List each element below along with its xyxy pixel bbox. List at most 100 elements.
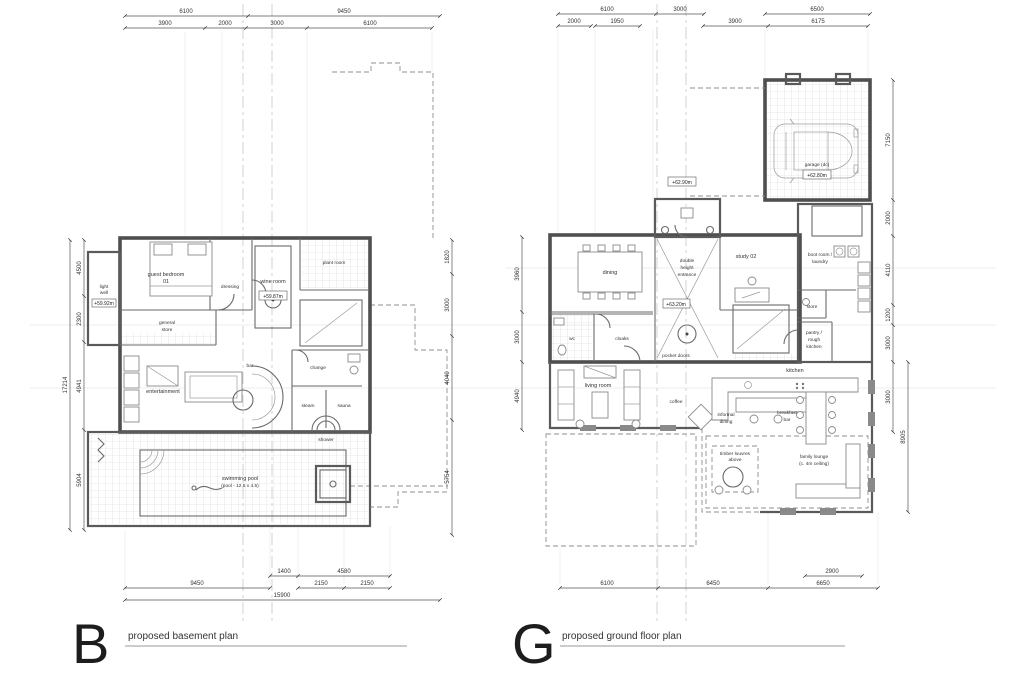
basement-dimensions: 6100 9450 3900 2000 3000 6100 17214 4500…	[63, 9, 454, 602]
svg-text:7150: 7150	[886, 133, 892, 147]
svg-text:6100: 6100	[600, 7, 614, 13]
captions: B proposed basement plan G proposed grou…	[72, 612, 845, 675]
terrace-outline	[545, 433, 697, 547]
coffee-area-table	[687, 403, 715, 431]
pool-table	[184, 371, 243, 403]
svg-text:3900: 3900	[728, 19, 742, 25]
alcove-table	[722, 466, 744, 488]
svg-text:dining: dining	[720, 419, 733, 425]
basement-plan-letter: B	[72, 612, 109, 675]
sink	[744, 381, 752, 389]
svg-text:1820: 1820	[445, 250, 451, 264]
svg-text:4580: 4580	[337, 569, 351, 575]
hall-level-box	[662, 298, 691, 309]
lounge-sofa	[795, 483, 861, 499]
family-lounge-outline	[705, 435, 869, 509]
door-swing	[674, 224, 688, 238]
pocket-doors-label: pocket doors	[662, 353, 690, 359]
guest-bedroom-label: guest bedroom	[148, 272, 185, 278]
garage-level-box	[802, 169, 832, 180]
dressing-label: dressing	[221, 284, 239, 290]
lounge-sofa	[845, 443, 861, 489]
bar-counter	[251, 365, 284, 429]
svg-text:6100: 6100	[363, 21, 377, 27]
dining-label: dining	[603, 270, 618, 276]
ground-room-labels: dining wc cloaks double height entrance …	[569, 162, 833, 467]
svg-text:3000: 3000	[673, 7, 687, 13]
svg-text:above: above	[728, 457, 741, 463]
coffee-table	[591, 391, 609, 419]
svg-text:well: well	[100, 290, 108, 296]
svg-text:4110: 4110	[886, 263, 892, 277]
door-swing	[623, 345, 641, 363]
svg-text:3960: 3960	[515, 267, 521, 281]
breakfast-bar	[805, 391, 827, 445]
ground-partitions	[550, 207, 871, 363]
main-stairs	[732, 304, 790, 354]
wc-cistern	[347, 353, 361, 363]
svg-text:2300: 2300	[77, 312, 83, 326]
svg-text:rough: rough	[808, 337, 821, 343]
svg-text:2150: 2150	[360, 581, 374, 587]
basin	[553, 317, 565, 326]
breakfast-bar-label: breakfast	[777, 410, 797, 416]
garage-tiles	[767, 82, 868, 198]
ground-dashed-areas	[545, 87, 869, 547]
svg-text:(c. 4m ceiling): (c. 4m ceiling)	[799, 461, 829, 467]
svg-text:+62.90m: +62.90m	[672, 180, 692, 186]
light-well-level-box	[91, 298, 117, 308]
svg-text:store: store	[162, 327, 173, 333]
store-shelf-tiles	[120, 333, 216, 345]
wc-pan	[802, 298, 810, 306]
porch-column	[660, 225, 670, 235]
svg-text:height: height	[680, 265, 694, 271]
ground-floor-plan: dining wc cloaks double height entrance …	[515, 7, 910, 590]
svg-text:3900: 3900	[158, 21, 172, 27]
fireplace	[680, 207, 694, 219]
svg-text:4500: 4500	[77, 261, 83, 275]
tumble-dryer	[847, 245, 860, 258]
svg-text:1950: 1950	[610, 19, 624, 25]
boot-room-label: boot room /	[808, 252, 833, 258]
ground-plan-letter: G	[512, 612, 556, 675]
sofa	[557, 369, 575, 421]
louvre-alcove-outline	[711, 445, 759, 493]
basement-plan: guest bedroom 01 dressing wine room +59.…	[63, 9, 454, 602]
svg-text:4941: 4941	[77, 379, 83, 393]
change-label: change	[310, 365, 326, 371]
svg-text:6175: 6175	[811, 19, 825, 25]
bar-table	[232, 389, 254, 411]
door-swing	[217, 293, 235, 311]
entrance-porch	[653, 197, 722, 239]
plant-room-label: plant room	[323, 260, 346, 266]
svg-text:entrance: entrance	[678, 272, 697, 278]
section-zigzag	[97, 437, 105, 463]
svg-text:kitchen: kitchen	[806, 344, 822, 350]
svg-text:1400: 1400	[277, 569, 291, 575]
ground-furniture	[557, 118, 861, 499]
door-swing	[595, 313, 611, 329]
porch-level-box	[667, 176, 697, 187]
wine-room-area	[254, 245, 292, 329]
pool-surround-tiles	[90, 434, 368, 524]
kitchen-label: kitchen	[786, 368, 803, 374]
family-lounge-label: family lounge	[800, 454, 829, 460]
ground-plan-title: proposed ground floor plan	[562, 631, 682, 642]
swimming-pool-label: swimming pool	[222, 476, 258, 482]
light-well	[86, 250, 122, 347]
sofa	[623, 369, 641, 421]
svg-text:laundry: laundry	[812, 259, 828, 265]
ground-walls	[548, 72, 875, 515]
svg-text:01: 01	[163, 279, 169, 285]
informal-dining-label: informal	[717, 412, 734, 418]
wc-pan	[349, 365, 359, 375]
shower-arch	[311, 415, 341, 431]
wine-room-label: wine room	[259, 279, 286, 285]
svg-text:6450: 6450	[706, 581, 720, 587]
coffee-label: coffee	[670, 399, 683, 405]
swimmer-figure	[195, 485, 223, 491]
svg-text:17214: 17214	[63, 376, 69, 393]
svg-text:6500: 6500	[810, 7, 824, 13]
svg-text:2000: 2000	[567, 19, 581, 25]
